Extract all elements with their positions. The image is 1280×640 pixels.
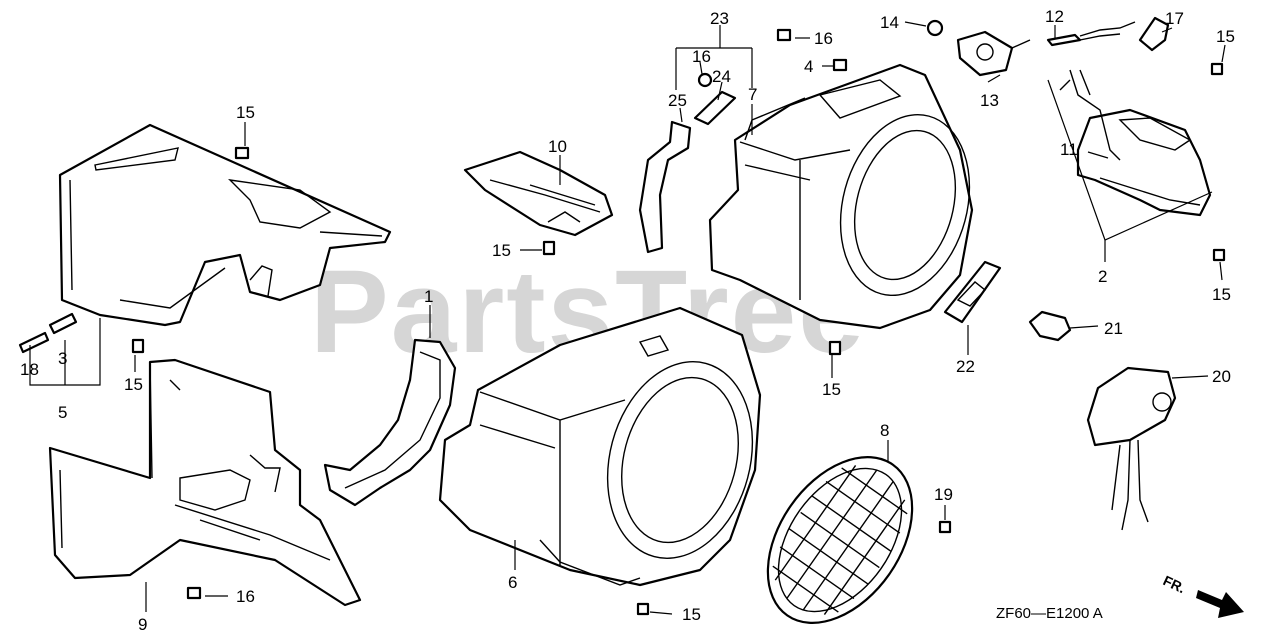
callout-20: 20 bbox=[1212, 367, 1231, 386]
callout-22: 22 bbox=[956, 357, 975, 376]
callout-15-b: 15 bbox=[492, 241, 511, 260]
callout-8: 8 bbox=[880, 421, 889, 440]
part-lower-left-shroud[interactable] bbox=[48, 358, 362, 607]
callout-4: 4 bbox=[804, 57, 813, 76]
callout-14: 14 bbox=[880, 13, 899, 32]
drawing-code: ZF60—E1200 A bbox=[996, 605, 1103, 622]
callout-21: 21 bbox=[1104, 319, 1123, 338]
part-bolts[interactable] bbox=[18, 19, 1226, 616]
arrow-icon bbox=[1196, 590, 1244, 618]
leader-lines bbox=[29, 21, 1226, 615]
part-control-box[interactable] bbox=[1059, 69, 1212, 217]
front-direction-arrow: FR. bbox=[1161, 572, 1244, 618]
part-clamp[interactable] bbox=[1028, 310, 1072, 342]
callout-1: 1 bbox=[424, 287, 433, 306]
callout-18: 18 bbox=[20, 360, 39, 379]
callout-17: 17 bbox=[1165, 9, 1184, 28]
part-alert-unit[interactable] bbox=[1086, 366, 1177, 531]
part-small-bracket[interactable] bbox=[463, 150, 614, 237]
callout-16-c: 16 bbox=[236, 587, 255, 606]
part-screen-grid[interactable] bbox=[738, 430, 942, 640]
part-upper-left-shroud[interactable] bbox=[58, 123, 392, 327]
callout-3: 3 bbox=[58, 349, 67, 368]
callout-19: 19 bbox=[934, 485, 953, 504]
callout-labels: 15 10 15 23 16 24 25 7 16 4 14 13 12 17 … bbox=[20, 7, 1235, 634]
callout-25: 25 bbox=[668, 91, 687, 110]
part-switch[interactable] bbox=[956, 30, 1031, 77]
part-wire-guide[interactable] bbox=[638, 120, 692, 254]
part-upper-fan-cover[interactable] bbox=[708, 63, 989, 330]
part-clip[interactable] bbox=[1138, 16, 1170, 52]
callout-15-g: 15 bbox=[124, 375, 143, 394]
part-block[interactable] bbox=[693, 90, 737, 126]
callout-23: 23 bbox=[710, 9, 729, 28]
callout-5: 5 bbox=[58, 403, 67, 422]
part-lower-fan-cover[interactable] bbox=[438, 306, 773, 587]
callout-9: 9 bbox=[138, 615, 147, 634]
callout-15-a: 15 bbox=[236, 103, 255, 122]
part-wire[interactable] bbox=[1046, 21, 1136, 47]
callout-15-e: 15 bbox=[822, 380, 841, 399]
part-curved-guide[interactable] bbox=[323, 338, 457, 507]
callout-7: 7 bbox=[748, 85, 757, 104]
callout-15-d: 15 bbox=[1212, 285, 1231, 304]
callout-15-f: 15 bbox=[682, 605, 701, 624]
callout-24: 24 bbox=[712, 67, 731, 86]
callout-12: 12 bbox=[1045, 7, 1064, 26]
callout-6: 6 bbox=[508, 573, 517, 592]
callout-10: 10 bbox=[548, 137, 567, 156]
direction-label: FR. bbox=[1161, 572, 1188, 596]
callout-16-b: 16 bbox=[814, 29, 833, 48]
callout-11: 11 bbox=[1060, 140, 1078, 159]
callout-13: 13 bbox=[980, 91, 999, 110]
callout-16-a: 16 bbox=[692, 47, 711, 66]
part-plate[interactable] bbox=[943, 260, 1002, 324]
callout-2: 2 bbox=[1098, 267, 1107, 286]
callout-15-c: 15 bbox=[1216, 27, 1235, 46]
